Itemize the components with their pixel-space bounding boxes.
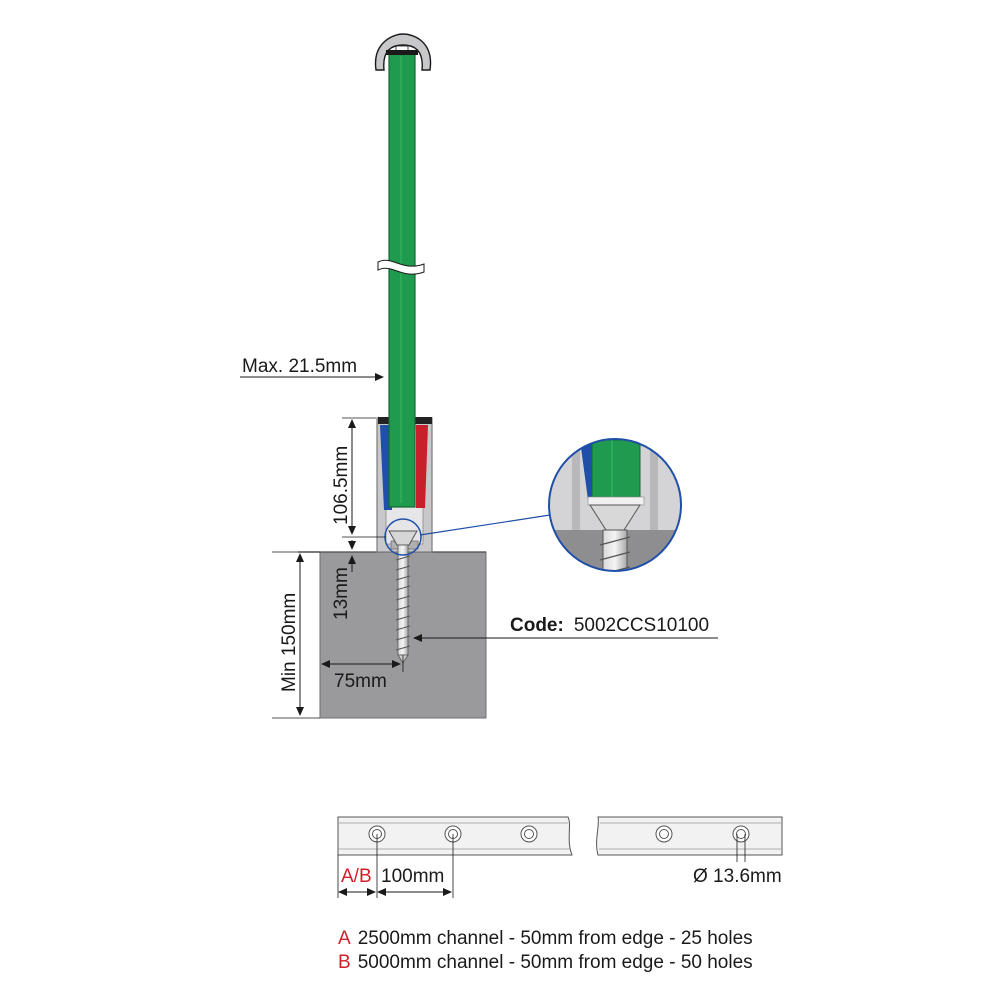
legend: A 2500mm channel - 50mm from edge - 25 h… xyxy=(338,928,753,973)
channel-strip xyxy=(337,816,783,856)
legend-key: B xyxy=(338,952,351,973)
detail-leader xyxy=(419,514,551,536)
edge-label: A/B xyxy=(341,866,372,887)
glass-panel xyxy=(377,51,425,508)
code-label: Code: xyxy=(510,615,564,636)
channel-hole xyxy=(655,825,673,843)
min-concrete-label: Min 150mm xyxy=(279,593,300,692)
code-value: 5002CCS10100 xyxy=(574,615,709,636)
spacing-label: 100mm xyxy=(381,866,444,887)
legend-text: 2500mm channel - 50mm from edge - 25 hol… xyxy=(358,928,753,949)
legend-key: A xyxy=(338,928,351,949)
channel-hole xyxy=(732,825,750,843)
screw-offset-label: 13mm xyxy=(331,567,352,620)
channel-depth-label: 106.5mm xyxy=(331,446,352,525)
product-code-text: Code: 5002CCS10100 xyxy=(510,615,709,636)
hole-diameter-label: Ø 13.6mm xyxy=(693,866,782,887)
legend-text: 5000mm channel - 50mm from edge - 50 hol… xyxy=(358,952,753,973)
channel-hole xyxy=(520,825,538,843)
handrail-cap xyxy=(374,33,432,71)
legend-item-b: B 5000mm channel - 50mm from edge - 50 h… xyxy=(338,952,753,973)
max-thickness-label: Max. 21.5mm xyxy=(242,356,357,377)
legend-item-a: A 2500mm channel - 50mm from edge - 25 h… xyxy=(338,928,753,949)
detail-zoom xyxy=(549,439,681,571)
break-line xyxy=(377,259,425,275)
edge-distance-label: 75mm xyxy=(334,671,387,692)
